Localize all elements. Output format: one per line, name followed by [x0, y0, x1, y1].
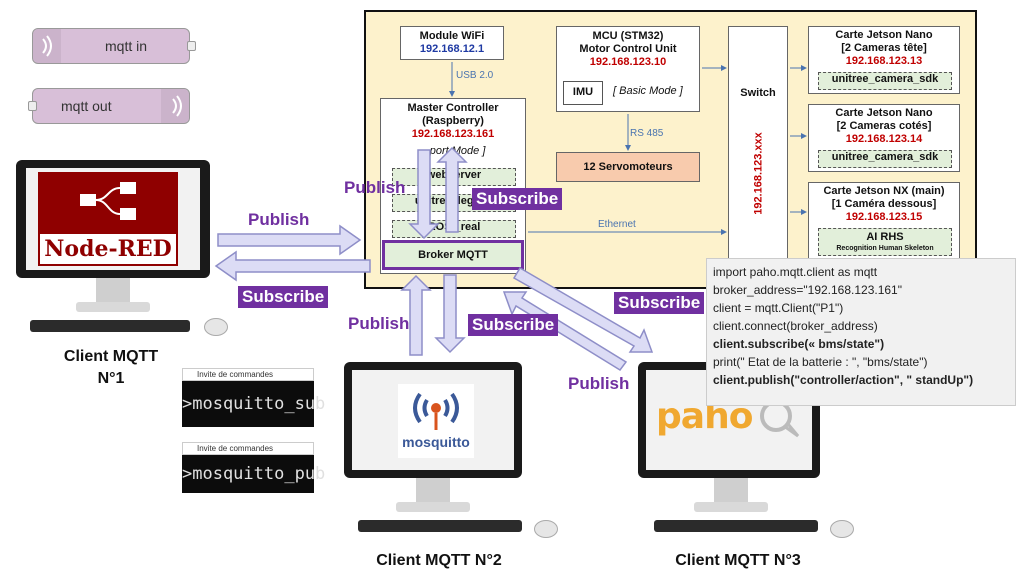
- broadcast-icon: [161, 89, 189, 123]
- terminal1-titlebar[interactable]: Invite de commandes: [182, 368, 314, 381]
- nodered-logo: Node-RED: [38, 172, 178, 266]
- client1-stand: [96, 278, 130, 304]
- client2-caption: Client MQTT N°2: [376, 552, 502, 569]
- flow-icon: [80, 182, 136, 220]
- master-title: Master Controller: [407, 102, 499, 114]
- publish-arrow-c3: [502, 291, 628, 371]
- python-code-snippet: import paho.mqtt.client as mqtt broker_a…: [706, 258, 1016, 406]
- client1-number: N°1: [97, 370, 125, 387]
- switch-title: Switch: [740, 87, 776, 99]
- imu-box: IMU: [563, 81, 603, 105]
- client1-caption: Client MQTT N°1: [40, 346, 182, 390]
- rs485-label: RS 485: [630, 128, 664, 139]
- mqtt-out-node[interactable]: mqtt out: [28, 88, 190, 124]
- publish-label-c3: Publish: [568, 374, 630, 393]
- client3-stand: [714, 478, 748, 504]
- output-port[interactable]: [187, 41, 196, 51]
- nodered-text: Node-RED: [40, 234, 176, 264]
- jetson1-subtitle: [2 Cameras tête]: [841, 42, 927, 54]
- client2-keyboard: [358, 520, 522, 532]
- master-ip: 192.168.123.161: [411, 128, 495, 140]
- client2-base: [396, 502, 470, 512]
- client1-mouse: [204, 318, 228, 336]
- broadcast-icon: [33, 29, 61, 63]
- code-line-7: client.publish("controller/action", " st…: [713, 373, 974, 387]
- mcu-box: MCU (STM32) Motor Control Unit 192.168.1…: [556, 26, 700, 112]
- subscribe-label-top: Subscribe: [472, 188, 563, 210]
- ai-rhs-subtitle: Recognition Human Skeleton: [836, 245, 934, 252]
- publish-label-c1: Publish: [248, 210, 310, 229]
- client1-base: [76, 302, 150, 312]
- mosquitto-text: mosquitto: [402, 434, 470, 450]
- jetson3-title: Carte Jetson NX (main): [823, 185, 945, 197]
- jetson1-ip: 192.168.123.13: [845, 55, 923, 67]
- ai-rhs-box: AI RHS Recognition Human Skeleton: [818, 228, 952, 256]
- publish-label-c2: Publish: [348, 314, 410, 333]
- mqtt-out-label: mqtt out: [61, 98, 112, 114]
- client3-base: [694, 502, 768, 512]
- client3-caption: Client MQTT N°3: [675, 552, 801, 569]
- switch-box: Switch 192.168.123.xxx: [728, 26, 788, 286]
- mosquitto-logo: mosquitto: [398, 384, 474, 458]
- jetson2-sdk: unitree_camera_sdk: [818, 150, 952, 168]
- subscribe-arrow-c1: [214, 250, 371, 282]
- publish-arrow-top: [408, 149, 440, 240]
- panel-connectors: [449, 62, 807, 235]
- client1-name: Client MQTT: [63, 348, 159, 365]
- subscribe-label-c2: Subscribe: [468, 314, 559, 336]
- code-line-4: client.connect(broker_address): [713, 319, 878, 333]
- wifi-module: Module WiFi 192.168.12.1: [400, 26, 504, 60]
- mcu-subtitle: Motor Control Unit: [579, 43, 677, 55]
- terminal2-body[interactable]: >mosquitto_pub: [182, 455, 325, 493]
- mosquitto-icon: [413, 392, 459, 430]
- jetson2-title: Carte Jetson Nano: [835, 107, 933, 119]
- mcu-ip: 192.168.123.10: [589, 56, 667, 68]
- ethernet-label: Ethernet: [598, 219, 636, 230]
- jetson1-sdk: unitree_camera_sdk: [818, 72, 952, 90]
- broker-mqtt[interactable]: Broker MQTT: [382, 240, 524, 270]
- wifi-title: Module WiFi: [419, 30, 485, 42]
- client2-stand: [416, 478, 450, 504]
- terminal1-body[interactable]: >mosquitto_sub: [182, 381, 325, 427]
- publish-label-top: Publish: [344, 178, 406, 197]
- subscribe-label-c3: Subscribe: [614, 292, 705, 314]
- code-line-5: client.subscribe(« bms/state"): [713, 337, 885, 351]
- jetson1-title: Carte Jetson Nano: [835, 29, 933, 41]
- master-subtitle: (Raspberry): [422, 115, 484, 127]
- code-line-2: broker_address="192.168.123.161": [713, 283, 902, 297]
- jetson3-ip: 192.168.123.15: [845, 211, 923, 223]
- subscribe-arrow-c3: [512, 266, 654, 353]
- jetson2-ip: 192.168.123.14: [845, 133, 923, 145]
- robot-architecture-panel: Module WiFi 192.168.12.1 USB 2.0 MCU (ST…: [364, 10, 977, 289]
- subscribe-label-c1: Subscribe: [238, 286, 329, 308]
- ai-rhs-title: AI RHS: [866, 231, 904, 243]
- mcu-mode: [ Basic Mode ]: [613, 85, 683, 97]
- wifi-ip: 192.168.12.1: [419, 43, 485, 55]
- client3-keyboard: [654, 520, 818, 532]
- publish-arrow-c2: [400, 274, 432, 356]
- client2-mouse: [534, 520, 558, 538]
- mqtt-in-node[interactable]: mqtt in: [32, 28, 196, 64]
- subscribe-arrow-c2: [434, 274, 466, 354]
- subscribe-arrow-top: [436, 146, 468, 233]
- jetson2-subtitle: [2 Cameras cotés]: [836, 120, 932, 132]
- code-line-6: print(" Etat de la batterie : ", "bms/st…: [713, 355, 928, 369]
- mcu-title: MCU (STM32): [592, 30, 664, 42]
- input-port[interactable]: [28, 101, 37, 111]
- code-line-1: import paho.mqtt.client as mqtt: [713, 265, 878, 279]
- mqtt-in-label: mqtt in: [105, 38, 148, 54]
- usb-link-label: USB 2.0: [456, 70, 494, 81]
- publish-arrow-c1: [217, 224, 362, 256]
- terminal2-titlebar[interactable]: Invite de commandes: [182, 442, 314, 455]
- client1-keyboard: [30, 320, 190, 332]
- servo-box: 12 Servomoteurs: [556, 152, 700, 182]
- client3-mouse: [830, 520, 854, 538]
- code-line-3: client = mqtt.Client("P1"): [713, 301, 844, 315]
- jetson3-subtitle: [1 Caméra dessous]: [831, 198, 937, 210]
